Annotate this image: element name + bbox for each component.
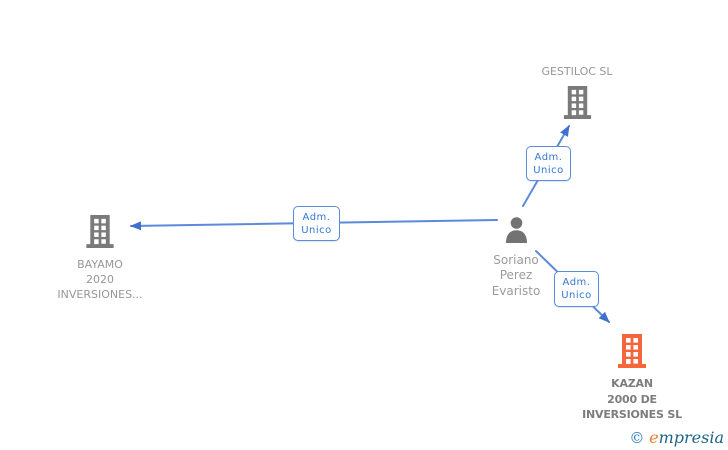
company-label: GESTILOC SL <box>541 65 613 78</box>
company-label: BAYAMO 2020 INVERSIONES... <box>57 258 143 301</box>
edge-label-adm-unico-gestiloc: Adm. Unico <box>526 146 571 181</box>
building-icon <box>86 215 114 248</box>
copyright-symbol: © <box>629 429 645 447</box>
empresia-logo: empresia <box>649 428 724 447</box>
company-node-kazan[interactable]: KAZAN 2000 DE INVERSIONES SL <box>572 334 692 423</box>
company-node-bayamo[interactable]: BAYAMO 2020 INVERSIONES... <box>40 215 160 302</box>
company-label: KAZAN 2000 DE INVERSIONES SL <box>582 377 682 421</box>
edge-label-adm-unico-bayamo: Adm. Unico <box>293 206 340 241</box>
edge-label-adm-unico-kazan: Adm. Unico <box>554 271 599 307</box>
empresia-brand-link[interactable]: © empresia <box>629 428 724 447</box>
building-icon <box>617 334 647 368</box>
company-node-gestiloc[interactable]: GESTILOC SL <box>517 64 637 123</box>
person-label: Soriano Perez Evaristo <box>491 253 541 298</box>
building-icon <box>563 86 592 119</box>
person-node-soriano-perez-evaristo[interactable]: Soriano Perez Evaristo <box>456 217 576 299</box>
person-icon <box>503 217 530 243</box>
